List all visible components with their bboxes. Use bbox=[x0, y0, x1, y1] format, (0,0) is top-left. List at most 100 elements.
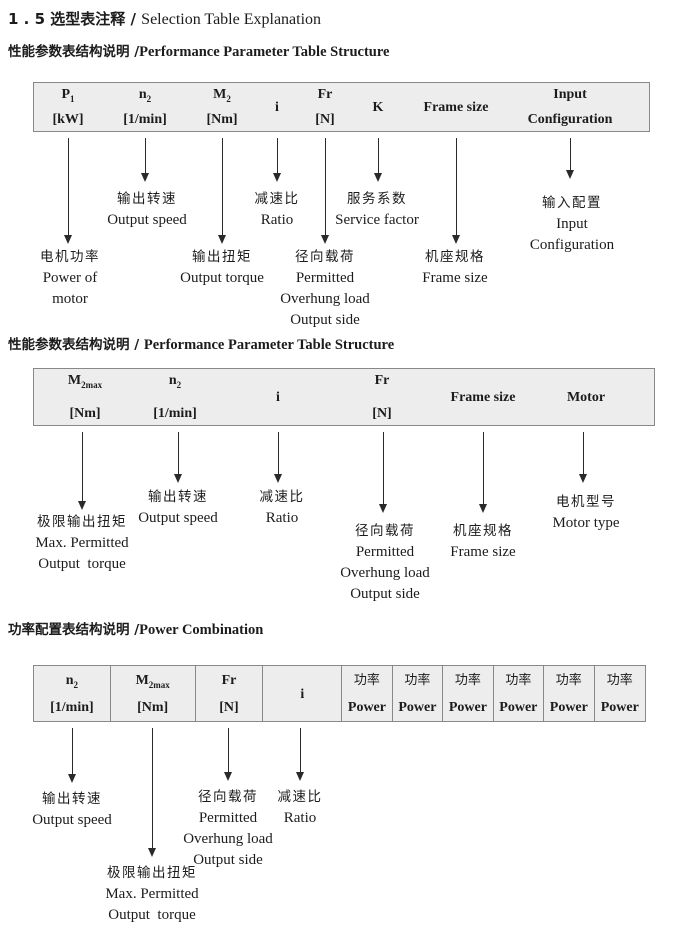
arrow-i bbox=[272, 138, 282, 182]
table1-col-fr-unit: [N] bbox=[315, 112, 335, 127]
page-title: 1 . 5 选型表注释 / Selection Table Explanatio… bbox=[8, 8, 321, 29]
callout-overhung-load: 径向载荷 Permitted Overhung load Output side bbox=[280, 249, 370, 328]
table1-col-n2-unit: [1/min] bbox=[123, 112, 167, 127]
table3-col-n2-symbol: n2 bbox=[65, 673, 79, 690]
table3-col-m2max: M2max [Nm] bbox=[111, 666, 196, 721]
arrow-fr bbox=[320, 138, 330, 244]
arrow-m2max bbox=[147, 728, 157, 857]
table2-col-i: i bbox=[253, 373, 303, 421]
callout-frame-size: 机座规格 Frame size bbox=[450, 523, 516, 560]
callout-max-permitted-output-torque: 极限输出扭矩 Max. Permitted Output torque bbox=[105, 865, 199, 923]
callout-output-torque: 输出扭矩 Output torque bbox=[180, 249, 264, 286]
table3-col-fr: Fr [N] bbox=[196, 666, 264, 721]
table1-col-fr: Fr [N] bbox=[290, 87, 360, 127]
table1-col-input-line1: Input bbox=[553, 87, 587, 102]
arrow-n2 bbox=[140, 138, 150, 182]
section1-heading-cn: 性能参数表结构说明 / bbox=[8, 44, 140, 60]
table3-col-power-4: 功率 Power bbox=[494, 666, 545, 721]
table3-col-i-symbol: i bbox=[300, 686, 305, 702]
callout-motor-type: 电机型号 Motor type bbox=[552, 494, 620, 531]
table2-col-fr-unit: [N] bbox=[372, 406, 392, 421]
arrow-frame-size bbox=[478, 432, 488, 513]
arrow-motor bbox=[578, 432, 588, 483]
table2-col-n2-unit: [1/min] bbox=[153, 406, 197, 421]
section3-heading: 功率配置表结构说明 /Power Combination bbox=[8, 618, 263, 639]
table2-col-fr: Fr [N] bbox=[347, 373, 417, 421]
callout-output-speed: 输出转速 Output speed bbox=[138, 489, 218, 526]
arrow-n2 bbox=[173, 432, 183, 483]
table1-col-p1: P1 [kW] bbox=[23, 87, 113, 127]
arrow-input-configuration bbox=[565, 138, 575, 179]
table3-col-m2max-unit: [Nm] bbox=[137, 700, 169, 715]
arrow-k bbox=[373, 138, 383, 182]
table1-col-n2-symbol: n2 bbox=[138, 87, 152, 104]
table3-col-power-6: 功率 Power bbox=[600, 673, 639, 715]
table1-performance-parameter bbox=[33, 82, 650, 132]
table1-col-k-symbol: K bbox=[372, 99, 384, 115]
table2-col-frame-size: Frame size bbox=[433, 373, 533, 421]
table3-col-power-2: 功率 Power bbox=[393, 666, 444, 721]
table2-col-i-symbol: i bbox=[276, 389, 280, 405]
callout-frame-size: 机座规格 Frame size bbox=[422, 249, 488, 286]
table1-col-frame-size-label: Frame size bbox=[423, 99, 489, 115]
table2-col-n2-symbol: n2 bbox=[168, 373, 182, 390]
arrow-i bbox=[273, 432, 283, 483]
table1-col-i-symbol: i bbox=[275, 99, 279, 115]
arrow-m2 bbox=[217, 138, 227, 244]
section3-heading-cn: 功率配置表结构说明 / bbox=[8, 622, 140, 638]
arrow-n2 bbox=[67, 728, 77, 783]
table2-col-m2max-symbol: M2max bbox=[67, 373, 103, 390]
arrow-fr bbox=[378, 432, 388, 513]
table1-col-p1-symbol: P1 bbox=[61, 87, 75, 104]
table1-col-fr-symbol: Fr bbox=[317, 87, 333, 102]
callout-max-permitted-output-torque: 极限输出扭矩 Max. Permitted Output torque bbox=[35, 514, 129, 572]
callout-ratio: 减速比 Ratio bbox=[277, 789, 323, 826]
table2-col-m2max: M2max [Nm] bbox=[40, 373, 130, 421]
callout-overhung-load: 径向载荷 Permitted Overhung load Output side bbox=[183, 789, 273, 868]
table1-col-p1-unit: [kW] bbox=[52, 112, 84, 127]
arrow-p1 bbox=[63, 138, 73, 244]
section2-heading-en: Performance Parameter Table Structure bbox=[143, 337, 395, 353]
table1-col-k: K bbox=[353, 87, 403, 127]
table3-col-i: i bbox=[263, 666, 343, 721]
callout-service-factor: 服务系数 Service factor bbox=[335, 191, 419, 228]
callout-output-speed: 输出转速 Output speed bbox=[32, 791, 112, 828]
table3-col-m2max-symbol: M2max bbox=[135, 673, 170, 690]
callout-input-configuration: 输入配置 Input Configuration bbox=[529, 195, 615, 253]
section2-heading: 性能参数表结构说明 / Performance Parameter Table … bbox=[8, 333, 394, 354]
table3-col-n2-unit: [1/min] bbox=[50, 700, 94, 715]
table1-col-i: i bbox=[252, 87, 302, 127]
table2-col-n2: n2 [1/min] bbox=[130, 373, 220, 421]
table3-col-power-1: 功率 Power bbox=[342, 666, 393, 721]
callout-output-speed: 输出转速 Output speed bbox=[107, 191, 187, 228]
table3-col-n2: n2 [1/min] bbox=[34, 666, 111, 721]
section1-heading-en: Performance Parameter Table Structure bbox=[139, 44, 390, 60]
table3-col-fr-symbol: Fr bbox=[221, 673, 237, 688]
table2-col-frame-size-label: Frame size bbox=[450, 389, 516, 405]
arrow-i bbox=[295, 728, 305, 781]
table1-col-input-line2: Configuration bbox=[527, 112, 613, 127]
table1-col-m2-unit: [Nm] bbox=[206, 112, 238, 127]
arrow-frame-size bbox=[451, 138, 461, 244]
callout-overhung-load: 径向载荷 Permitted Overhung load Output side bbox=[340, 523, 430, 602]
arrow-m2max bbox=[77, 432, 87, 510]
section1-heading: 性能参数表结构说明 /Performance Parameter Table S… bbox=[8, 40, 389, 61]
table3-col-power-5: 功率 Power bbox=[544, 666, 595, 721]
section2-heading-cn: 性能参数表结构说明 / bbox=[8, 337, 144, 353]
table2-col-fr-symbol: Fr bbox=[374, 373, 390, 388]
table2-col-m2max-unit: [Nm] bbox=[69, 406, 101, 421]
callout-ratio: 减速比 Ratio bbox=[254, 191, 300, 228]
page-title-cn: 1 . 5 选型表注释 / bbox=[8, 10, 142, 28]
table1-col-frame-size: Frame size bbox=[406, 87, 506, 127]
table2-performance-parameter bbox=[33, 368, 655, 426]
arrow-fr bbox=[223, 728, 233, 781]
table1-col-m2-symbol: M2 bbox=[213, 87, 231, 104]
table1-col-n2: n2 [1/min] bbox=[100, 87, 190, 127]
table1-col-m2: M2 [Nm] bbox=[177, 87, 267, 127]
section3-heading-en: Power Combination bbox=[139, 622, 264, 638]
page-title-en: Selection Table Explanation bbox=[141, 11, 322, 28]
callout-power-of-motor: 电机功率 Power of motor bbox=[40, 249, 100, 307]
table3-power-combination: n2 [1/min] M2max [Nm] Fr [N] i 功率 Power … bbox=[33, 665, 646, 722]
table2-col-motor: Motor bbox=[536, 373, 636, 421]
